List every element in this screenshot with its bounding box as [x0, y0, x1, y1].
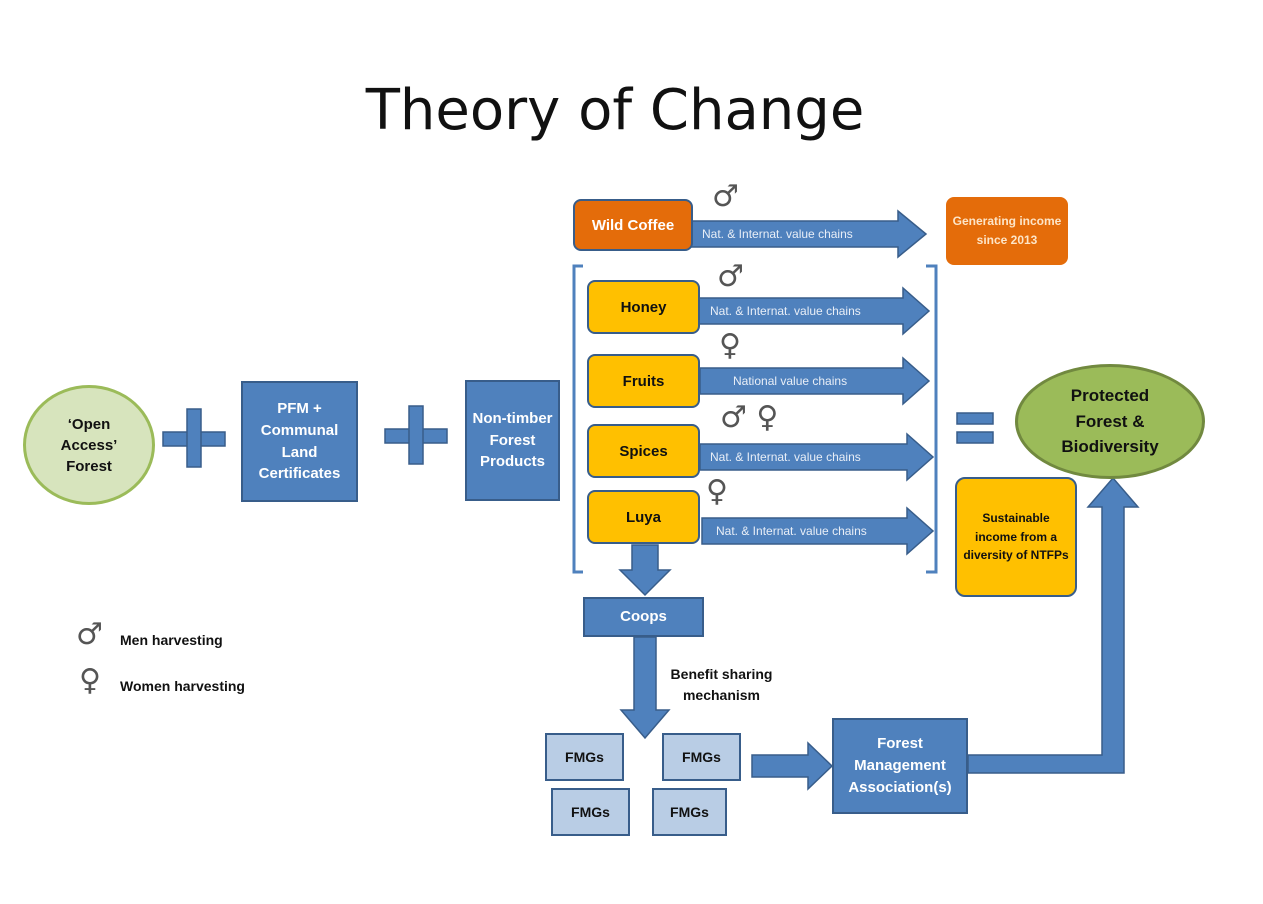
value-chain-arrow-coffee — [687, 209, 928, 259]
legend: ♂ Men harvesting ♀ Women harvesting — [76, 620, 316, 720]
product-honey: Honey — [587, 280, 700, 334]
benefit-sharing-label: Benefit sharing mechanism — [670, 666, 773, 703]
female-symbol-icon: ♀ — [719, 328, 741, 363]
male-symbol-icon: ♂ — [717, 259, 744, 294]
male-symbol-icon: ♂ — [76, 617, 103, 652]
legend-men-label: Men harvesting — [120, 632, 223, 648]
chain-label-honey: Nat. & Internat. value chains — [710, 304, 861, 318]
open-access-forest-node: ‘Open Access’ Forest — [23, 385, 155, 505]
fmg-node: FMGs — [652, 788, 727, 836]
value-chain-arrow-spices — [699, 432, 935, 482]
coops-node: Coops — [583, 597, 704, 637]
arrow-to-fmgs — [619, 636, 671, 740]
arrow-to-forest-management — [751, 741, 834, 791]
page-title: Theory of Change — [365, 78, 865, 143]
fmg-node: FMGs — [545, 733, 624, 781]
product-wild-coffee: Wild Coffee — [573, 199, 693, 251]
product-luya: Luya — [587, 490, 700, 544]
arrow-to-coops — [618, 544, 672, 597]
value-chain-arrow-fruits — [699, 356, 931, 406]
non-timber-forest-products-node: Non-timber Forest Products — [465, 380, 560, 501]
equals-sign — [956, 412, 994, 444]
arrow-to-protected-forest — [967, 476, 1140, 774]
sustainable-income-note: Sustainable income from a diversity of N… — [955, 477, 1077, 597]
right-bracket — [926, 264, 938, 574]
value-chain-arrow-luya — [701, 506, 935, 556]
left-bracket — [572, 264, 583, 574]
value-chain-arrow-honey — [695, 286, 931, 336]
forest-management-association-node: Forest Management Association(s) — [832, 718, 968, 814]
generating-income-note: Generating income since 2013 — [946, 197, 1068, 265]
male-female-symbol-icon: ♂ ♀ — [720, 400, 779, 435]
chain-label-coffee: Nat. & Internat. value chains — [702, 227, 853, 241]
male-symbol-icon: ♂ — [712, 179, 739, 214]
plus-sign-1 — [162, 408, 226, 468]
pfm-land-certificates-node: PFM + Communal Land Certificates — [241, 381, 358, 502]
plus-sign-2 — [384, 405, 448, 465]
female-symbol-icon: ♀ — [706, 474, 728, 509]
fmg-node: FMGs — [551, 788, 630, 836]
fmg-node: FMGs — [662, 733, 741, 781]
chain-label-luya: Nat. & Internat. value chains — [716, 524, 867, 538]
product-fruits: Fruits — [587, 354, 700, 408]
protected-forest-node: Protected Forest & Biodiversity — [1015, 364, 1205, 479]
female-symbol-icon: ♀ — [79, 663, 101, 698]
chain-label-spices: Nat. & Internat. value chains — [710, 450, 861, 464]
chain-label-fruits: National value chains — [733, 374, 848, 388]
product-spices: Spices — [587, 424, 700, 478]
legend-women-label: Women harvesting — [120, 678, 245, 694]
